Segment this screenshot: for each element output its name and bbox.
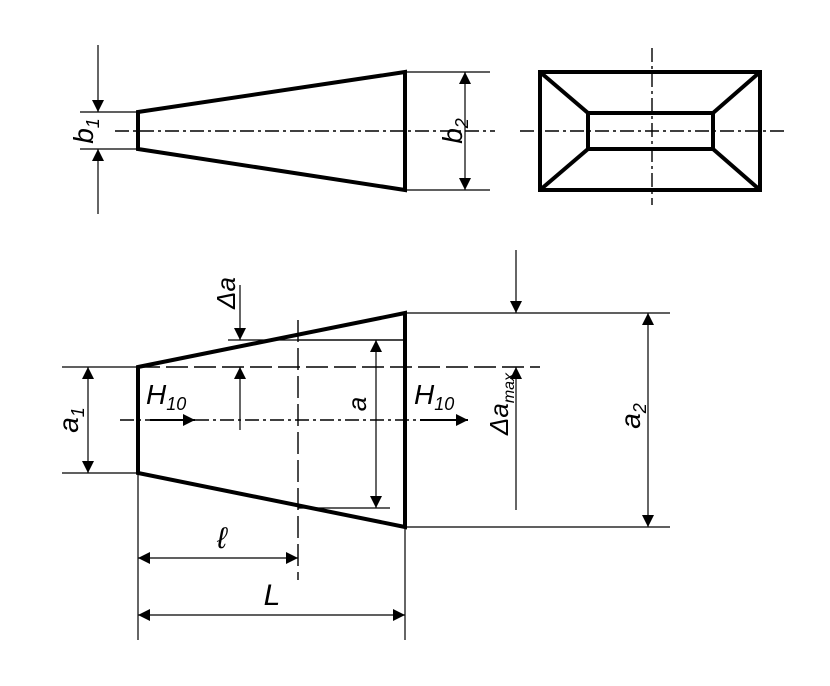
- front-view-diag-tr: [711, 70, 762, 115]
- side-view-b: b1 b2: [68, 45, 495, 214]
- a2-label: a2: [615, 403, 650, 429]
- h10-left-label: H10: [146, 379, 186, 414]
- front-view-diag-bl: [538, 147, 590, 192]
- h10-right-label: H10: [414, 379, 454, 414]
- delta-a-max-label: Δamax: [484, 372, 518, 436]
- b1-label: b1: [68, 118, 103, 144]
- front-view-diag-br: [711, 147, 762, 192]
- l-label: ℓ: [216, 522, 228, 555]
- L-label: L: [264, 579, 281, 612]
- delta-a-label: Δa: [211, 277, 241, 310]
- main-view-a: a1 Δa a Δamax a2 H10 H10: [53, 250, 670, 640]
- b2-label: b2: [437, 118, 472, 144]
- front-view: [520, 48, 785, 205]
- front-view-diag-tl: [538, 70, 590, 115]
- a-label: a: [342, 397, 372, 411]
- a1-label: a1: [53, 407, 88, 433]
